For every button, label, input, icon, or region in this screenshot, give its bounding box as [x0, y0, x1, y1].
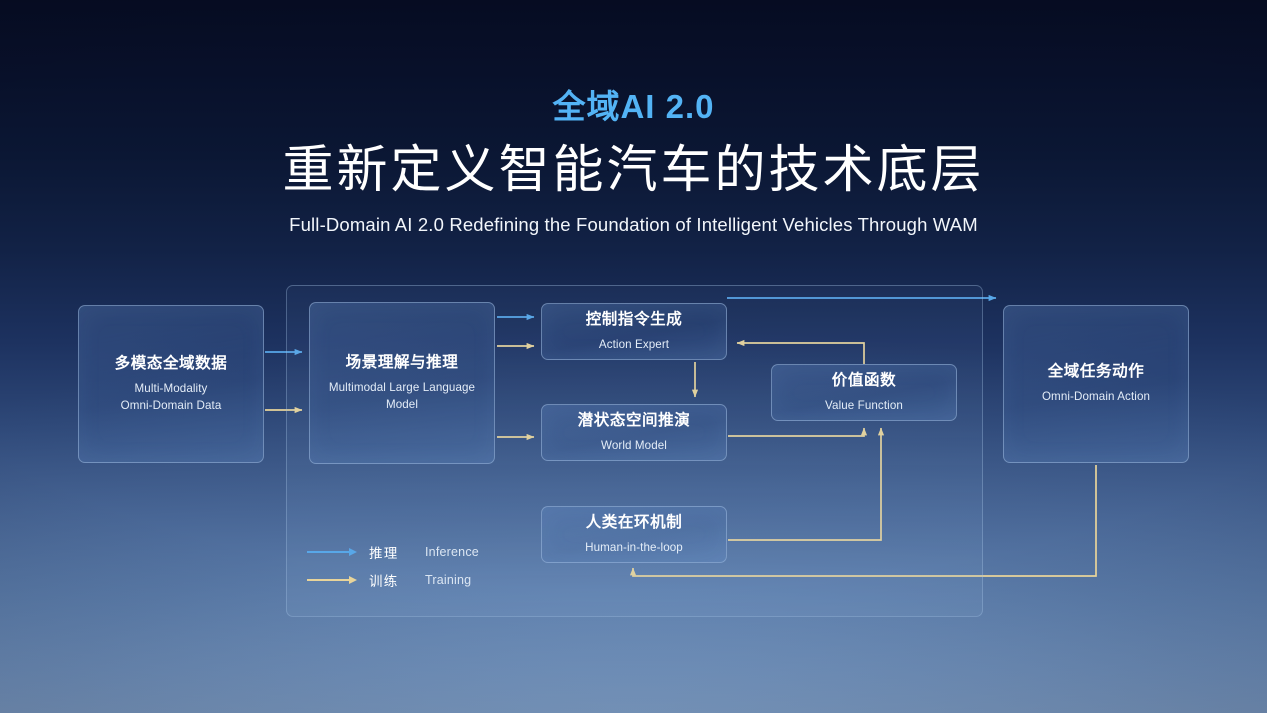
node-mllm-en-line2: Model — [385, 397, 419, 411]
node-data-en-line1: Multi-Modality — [134, 382, 208, 396]
legend-row-inference: 推理 Inference — [307, 538, 479, 566]
training-arrow-icon — [307, 575, 357, 585]
node-data-title-cn: 多模态全域数据 — [114, 354, 228, 372]
node-human-title-cn: 人类在环机制 — [585, 513, 683, 531]
node-omni-domain-action[interactable]: 全域任务动作 Omni-Domain Action — [1003, 305, 1189, 463]
node-data-title-en: Multi-Modality Omni-Domain Data — [121, 381, 222, 414]
node-human-title-en: Human-in-the-loop — [585, 540, 683, 554]
node-omni-title-en: Omni-Domain Action — [1041, 390, 1151, 404]
node-scene-understanding[interactable]: 场景理解与推理 Multimodal Large Language Model — [309, 302, 495, 464]
inference-arrow-icon — [307, 547, 357, 557]
legend-row-training: 训练 Training — [307, 566, 479, 594]
node-value-function[interactable]: 价值函数 Value Function — [771, 364, 957, 421]
legend-training-cn: 训练 — [369, 574, 399, 589]
node-mllm-title-en: Multimodal Large Language Model — [329, 380, 475, 413]
node-mllm-title-cn: 场景理解与推理 — [345, 353, 459, 371]
node-action-expert[interactable]: 控制指令生成 Action Expert — [541, 303, 727, 360]
node-world-model[interactable]: 潜状态空间推演 World Model — [541, 404, 727, 461]
node-value-title-cn: 价值函数 — [831, 371, 897, 389]
node-mllm-en-line1: Multimodal Large Language — [328, 381, 476, 395]
node-data-en-line2: Omni-Domain Data — [120, 398, 222, 412]
node-world-title-cn: 潜状态空间推演 — [577, 411, 691, 429]
legend-inference-en: Inference — [425, 545, 479, 559]
page-title: 重新定义智能汽车的技术底层 — [282, 140, 985, 198]
eyebrow-title: 全域AI 2.0 — [552, 88, 715, 125]
legend-training-en: Training — [425, 573, 472, 587]
node-action-title-en: Action Expert — [598, 337, 670, 351]
node-omni-title-cn: 全域任务动作 — [1047, 363, 1145, 381]
node-world-title-en: World Model — [601, 438, 667, 452]
legend-inference-cn: 推理 — [369, 546, 399, 561]
node-action-title-cn: 控制指令生成 — [585, 310, 683, 328]
diagram-legend: 推理 Inference 训练 Training — [307, 538, 479, 594]
node-human-in-the-loop[interactable]: 人类在环机制 Human-in-the-loop — [541, 506, 727, 563]
slide-header: 全域AI 2.0 重新定义智能汽车的技术底层 Full-Domain AI 2.… — [0, 88, 1267, 236]
node-value-title-en: Value Function — [825, 398, 903, 412]
node-multi-modality-data[interactable]: 多模态全域数据 Multi-Modality Omni-Domain Data — [78, 305, 264, 463]
page-subtitle: Full-Domain AI 2.0 Redefining the Founda… — [289, 214, 978, 236]
